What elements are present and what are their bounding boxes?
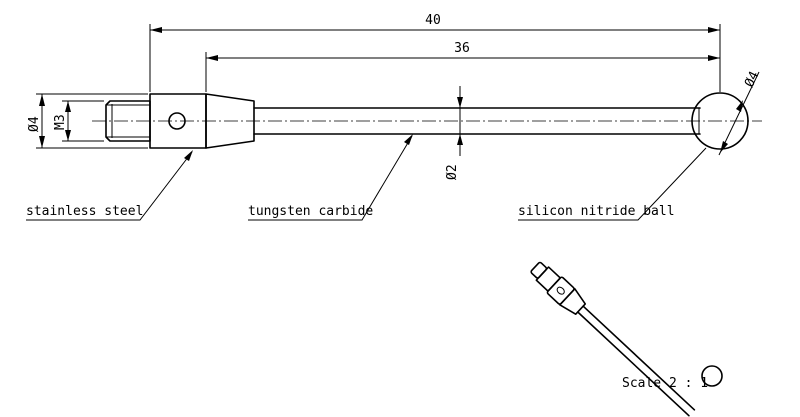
material-body-label: stainless steel xyxy=(26,204,143,219)
scale-label: Scale 2 : 1 xyxy=(622,376,708,391)
leader-stainless-steel: stainless steel xyxy=(26,150,193,221)
isometric-ball xyxy=(701,365,723,387)
taper xyxy=(205,93,255,149)
dimension-thread: M3 xyxy=(53,100,104,142)
leader-silicon-nitride: silicon nitride ball xyxy=(518,147,707,221)
stem-diameter-label: Ø2 xyxy=(445,164,460,180)
cross-hole xyxy=(168,112,186,130)
leader-tungsten-carbide: tungsten carbide xyxy=(248,134,413,221)
dimension-ball-diameter: Ø4 xyxy=(718,69,763,156)
dimension-shaft-length: 36 xyxy=(205,41,720,92)
ball xyxy=(691,92,749,150)
material-stem-label: tungsten carbide xyxy=(248,204,373,219)
dimension-overall-length: 40 xyxy=(149,13,721,92)
dimension-stem-diameter: Ø2 xyxy=(445,86,463,180)
overall-length-label: 40 xyxy=(425,13,441,28)
ball-diameter-label: Ø4 xyxy=(742,69,762,90)
isometric-view xyxy=(530,261,696,417)
shaft-length-label: 36 xyxy=(454,41,470,56)
body-diameter-label: Ø4 xyxy=(27,116,42,132)
thread-label: M3 xyxy=(53,114,68,130)
material-ball-label: silicon nitride ball xyxy=(518,204,675,219)
stylus-outline xyxy=(105,92,749,150)
dimension-body-diameter: Ø4 xyxy=(27,93,148,149)
